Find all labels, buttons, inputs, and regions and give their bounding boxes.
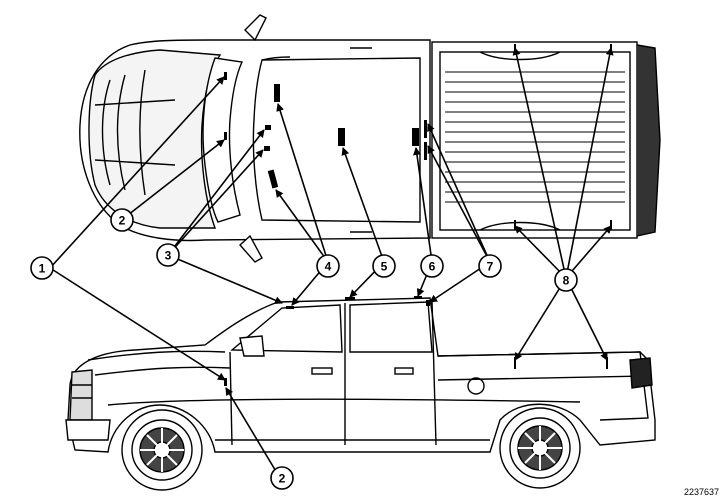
leader-lines (49, 47, 614, 479)
callout-6-label: 6 (429, 260, 436, 274)
side-view-markers (224, 296, 608, 386)
callout-8: 8 (554, 268, 578, 292)
figure-id: 2237637 (683, 487, 719, 497)
truck-side-view (65, 297, 656, 453)
top-view-markers (224, 44, 612, 230)
callout-2-top-label: 2 (119, 214, 126, 228)
callout-4-label: 4 (325, 260, 332, 274)
callout-2-bottom-label: 2 (279, 472, 286, 486)
callout-4: 4 (316, 254, 340, 278)
truck-top-view (79, 14, 661, 263)
callout-5: 5 (372, 254, 396, 278)
callout-2-top: 2 (110, 208, 134, 232)
callout-8-label: 8 (563, 274, 570, 288)
callout-5-label: 5 (381, 260, 388, 274)
front-wheel (121, 409, 203, 491)
callout-6: 6 (420, 254, 444, 278)
callout-2-bottom: 2 (270, 466, 294, 490)
callout-3: 3 (156, 243, 180, 267)
callout-7: 7 (478, 254, 502, 278)
callout-3-label: 3 (165, 249, 172, 263)
callout-7-label: 7 (487, 260, 494, 274)
rear-wheel (499, 407, 581, 489)
callout-1: 1 (30, 256, 54, 280)
callout-1-label: 1 (39, 262, 46, 276)
